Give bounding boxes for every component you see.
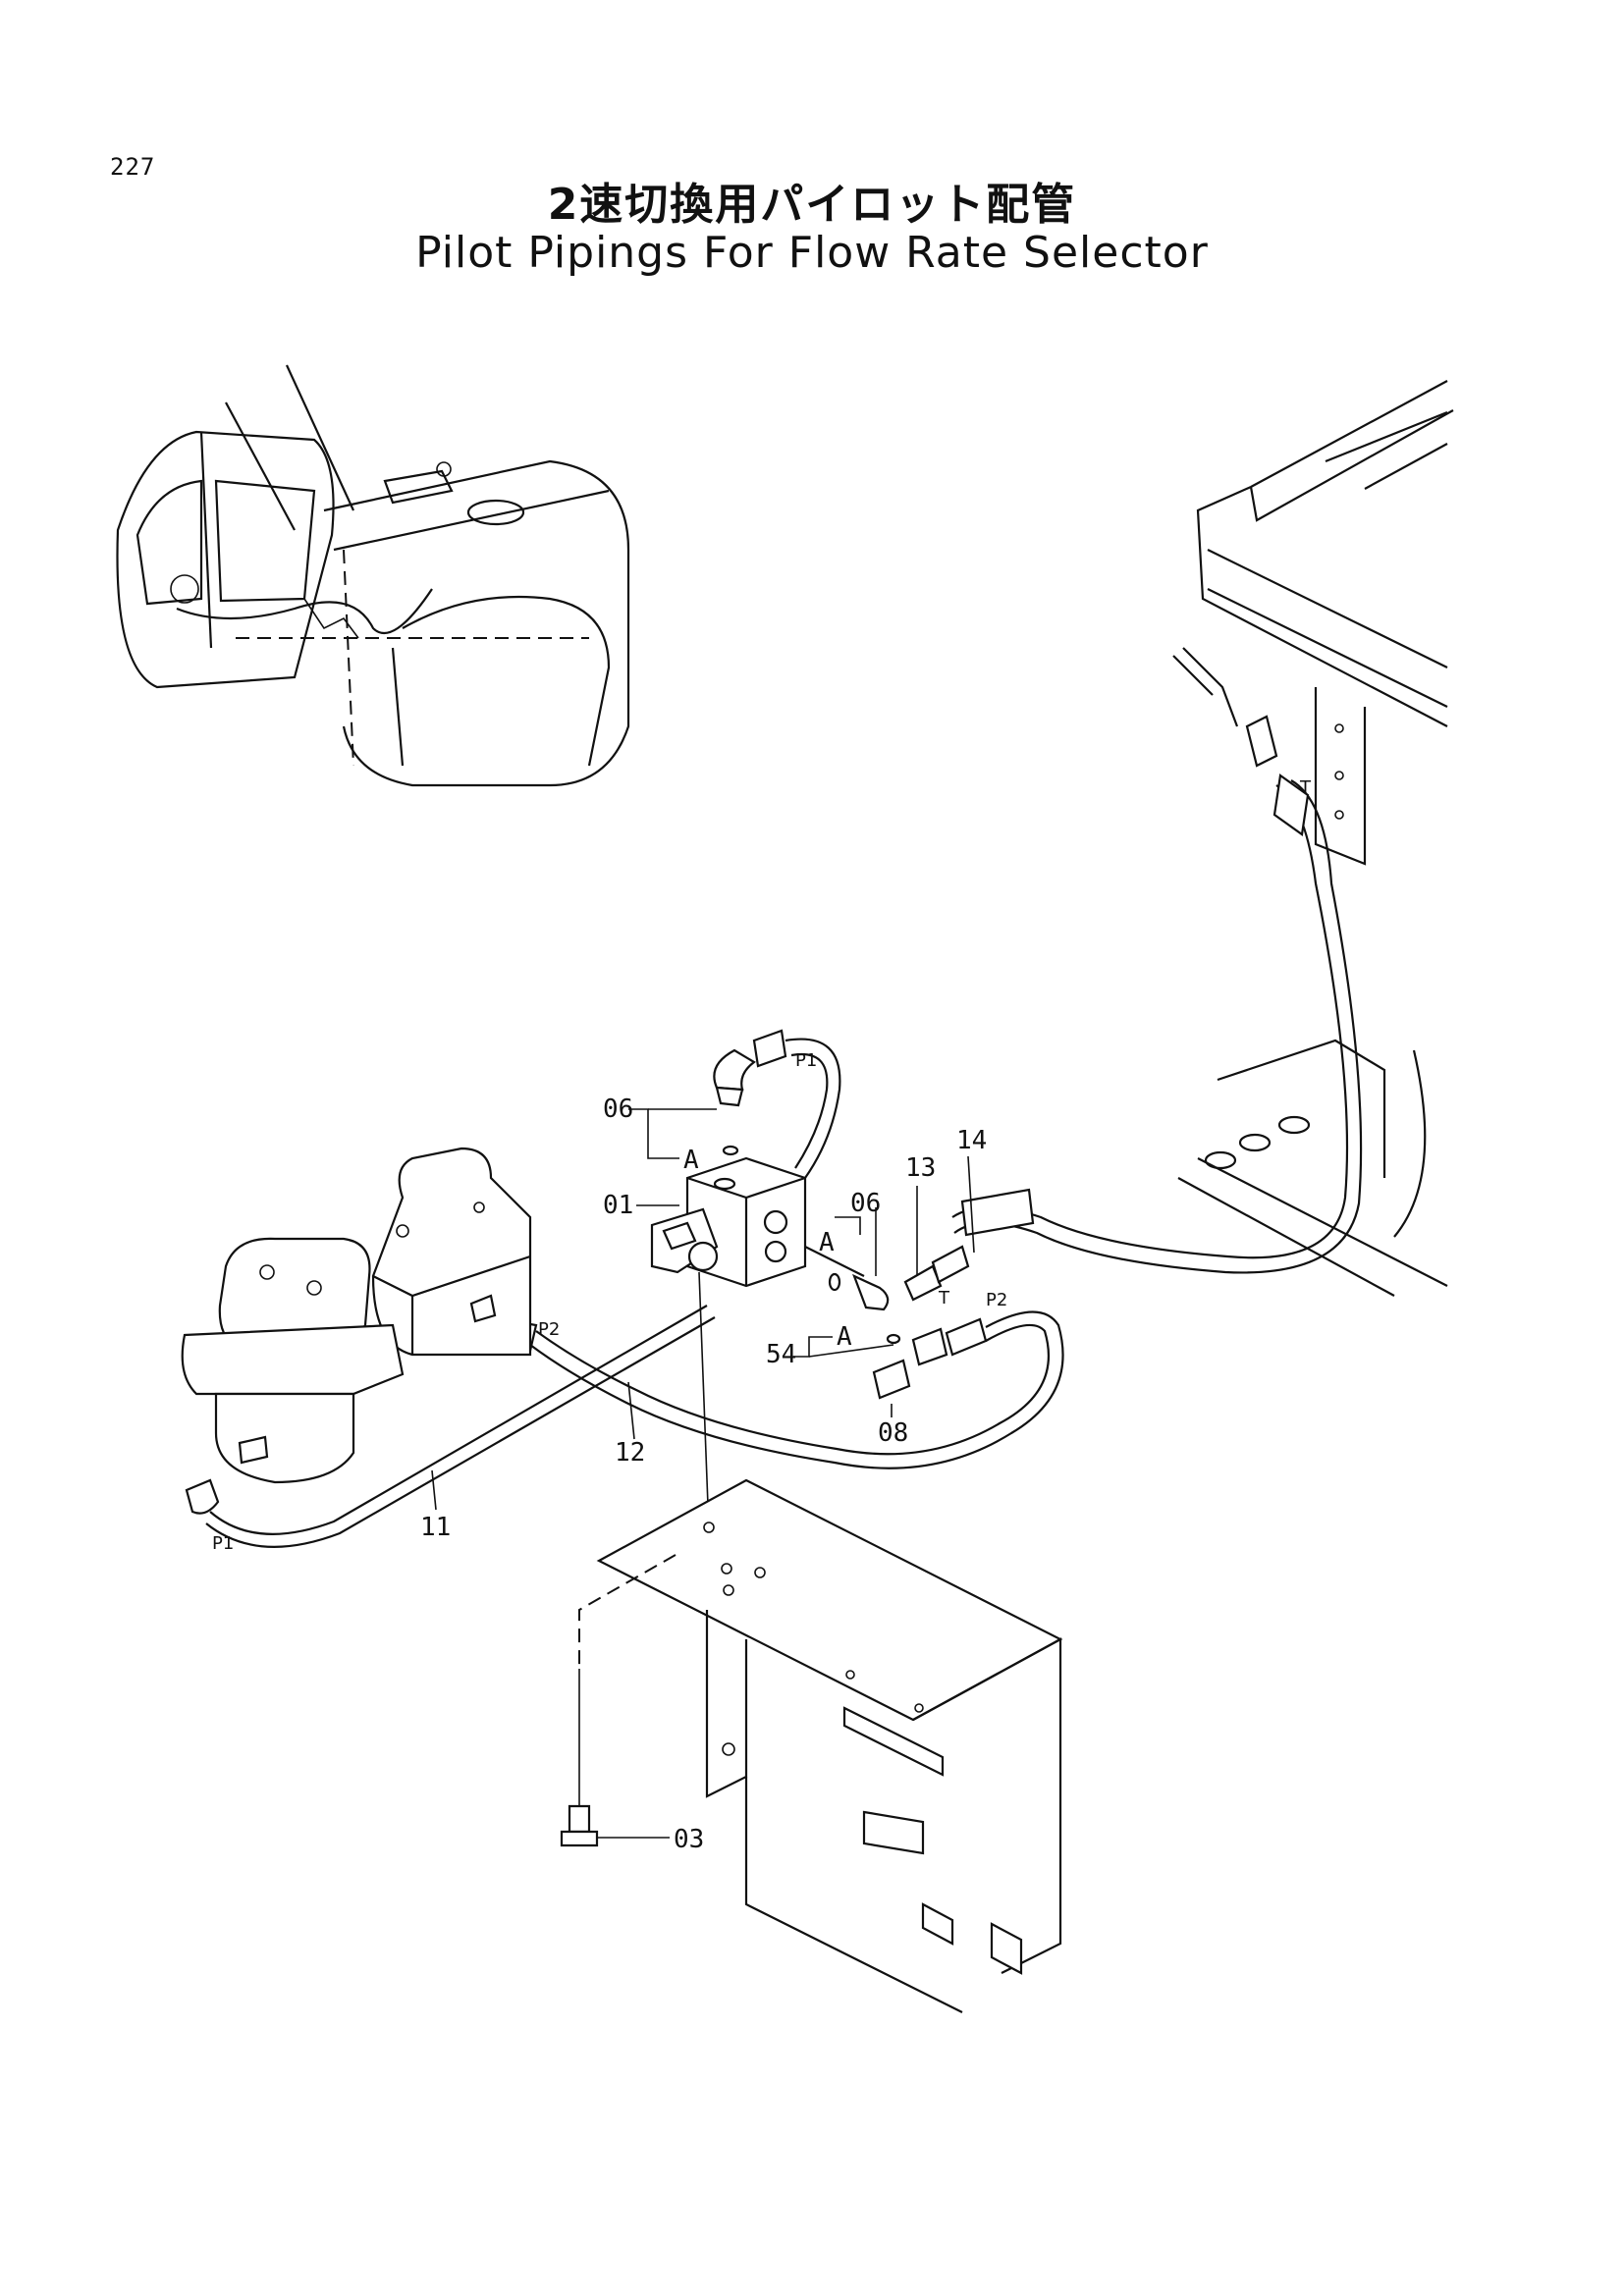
callout-06-right: 06 bbox=[850, 1189, 881, 1218]
port-label-p1-left: P1 bbox=[212, 1533, 234, 1554]
port-label-p2-right: P2 bbox=[986, 1290, 1007, 1310]
port-label-p2-middle: P2 bbox=[538, 1319, 560, 1340]
callout-12: 12 bbox=[615, 1438, 645, 1468]
excavator-overview-illustration bbox=[116, 364, 630, 787]
callout-14: 14 bbox=[956, 1126, 987, 1155]
accumulator-unit bbox=[181, 1237, 716, 1548]
port-label-p1-upper: P1 bbox=[795, 1050, 817, 1071]
port-label-a-lower: A bbox=[837, 1322, 852, 1352]
callout-06-upper: 06 bbox=[603, 1095, 633, 1124]
page-title-english: Pilot Pipings For Flow Rate Selector bbox=[415, 228, 1209, 278]
mounting-bracket bbox=[560, 1478, 1063, 2013]
callout-03: 03 bbox=[674, 1825, 704, 1854]
port-label-a-right: A bbox=[819, 1228, 835, 1257]
callout-11: 11 bbox=[420, 1513, 451, 1542]
page-number: 227 bbox=[110, 153, 156, 181]
port-label-a-upper: A bbox=[683, 1146, 699, 1175]
selector-valve-assembly bbox=[495, 1029, 1064, 1532]
callout-54: 54 bbox=[766, 1340, 796, 1369]
callout-08: 08 bbox=[878, 1418, 908, 1448]
callout-13: 13 bbox=[905, 1153, 936, 1183]
port-label-t-hose: T bbox=[938, 1288, 950, 1308]
port-label-t-top: T bbox=[1299, 777, 1312, 798]
page-title-japanese: 2速切換用パイロット配管 bbox=[547, 180, 1077, 230]
pilot-control-unit bbox=[371, 1147, 532, 1357]
callout-01: 01 bbox=[603, 1191, 633, 1220]
machine-frame-illustration bbox=[951, 380, 1454, 1297]
